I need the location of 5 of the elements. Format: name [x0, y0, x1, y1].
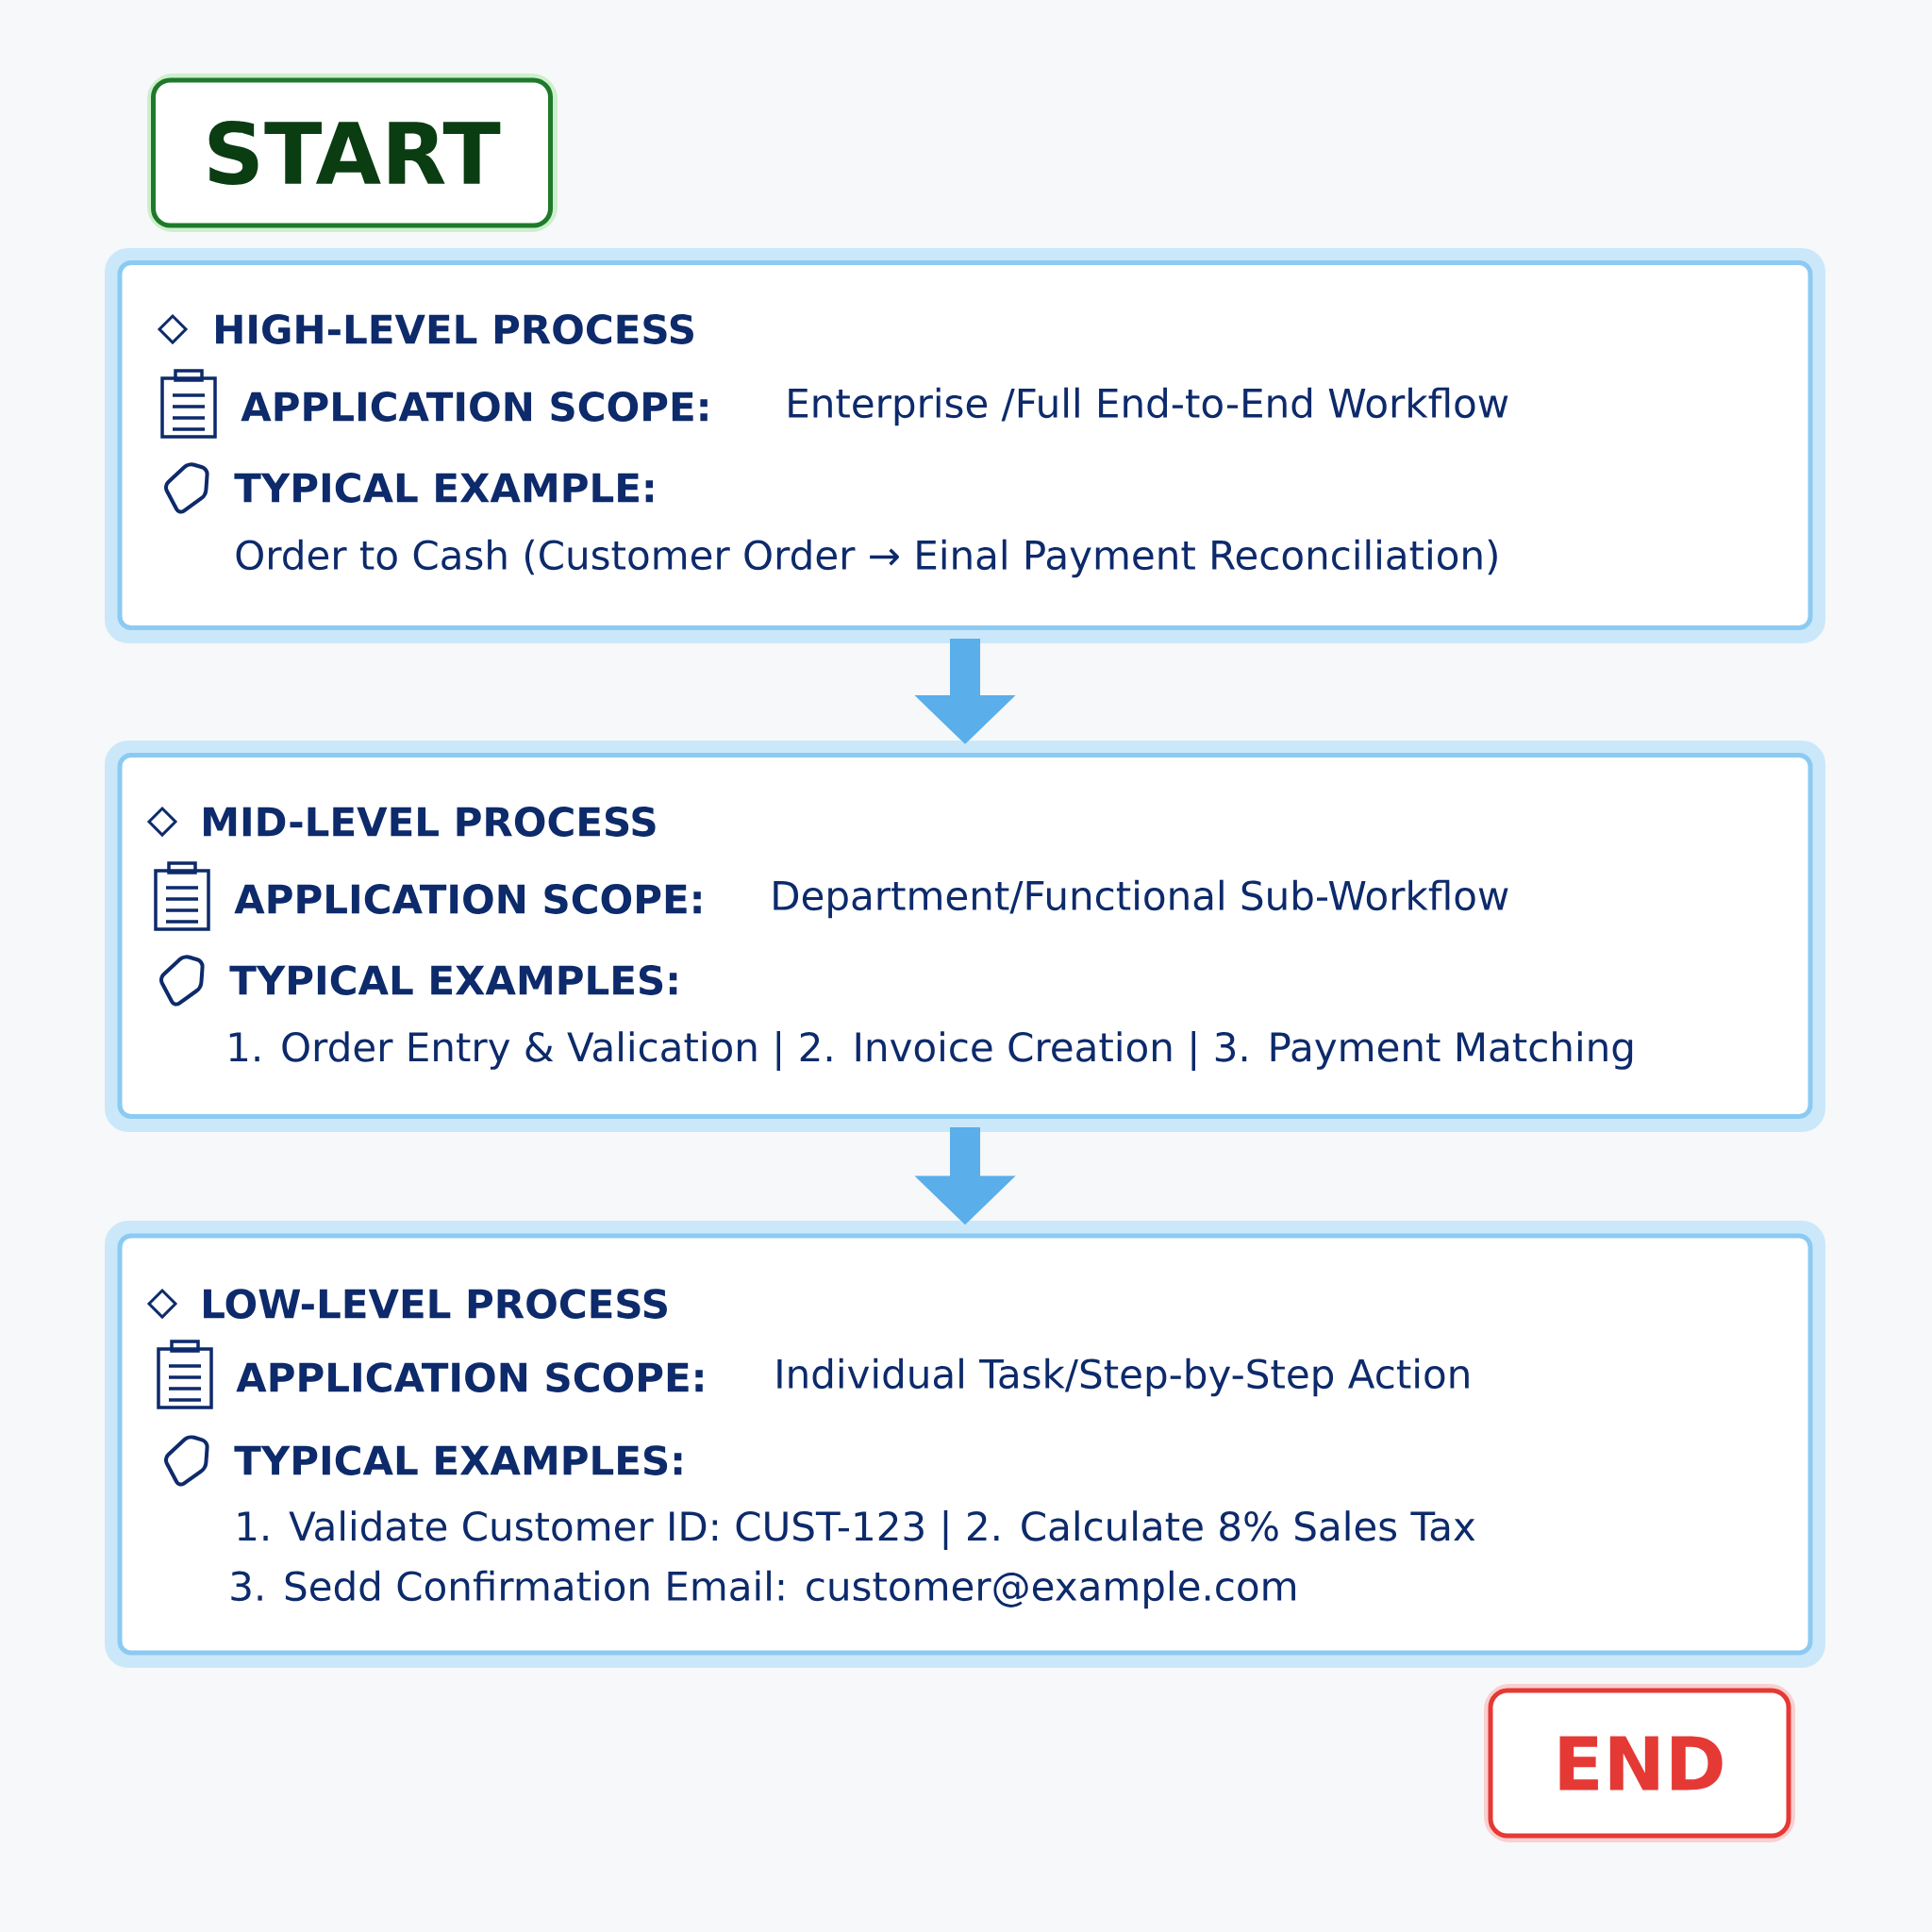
process-panel: LOW-LEVEL PROCESS APPLICATION SCOPE: Individual Task/Step-by-Step Action TYPICAL EXAMPLES: 1. Validate Customer ID: CUST-123 | 2. Calculate 8% Sales Tax 3. Sedd Confirmation Email: customer@example.com [117, 1233, 1813, 1656]
end-terminal: END [1559, 1736, 1723, 1790]
process-panel: HIGH-LEVEL PROCESS APPLICATION SCOPE: Enterprise /Full End-to-End Workflow TYPICAL EXAMPLE: Order to Cash (Customer Order → Einal Payment Reconciliation) [117, 260, 1813, 630]
process-panel: MID-LEVEL PROCESS APPLICATION SCOPE: Department/Functional Sub-Workflow TYPICAL EXAMPLES: 1. Order Entry & Valication | 2. Invoice Creation | 3. Payment Matching [117, 753, 1813, 1119]
start-terminal: START [208, 120, 501, 186]
